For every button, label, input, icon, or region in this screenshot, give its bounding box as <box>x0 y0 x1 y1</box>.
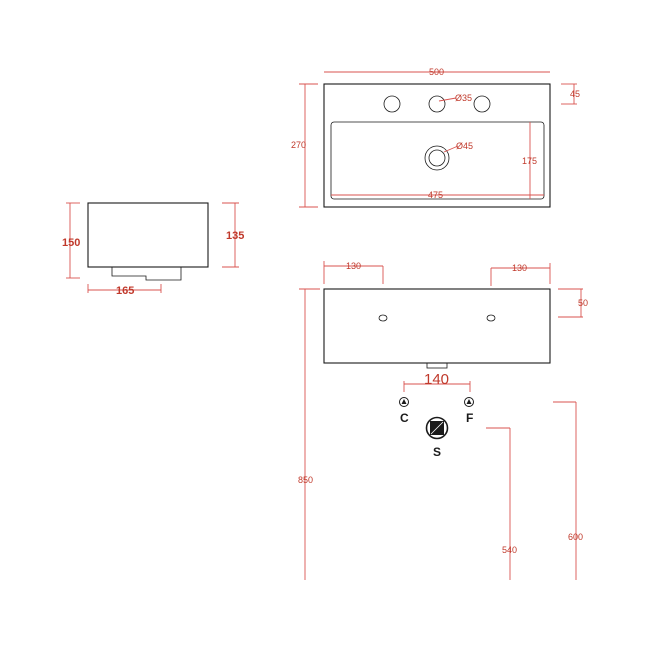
cold-water-label: C <box>400 411 409 425</box>
supply-spacing-label: 140 <box>424 371 449 388</box>
top-width-label: 500 <box>429 67 444 77</box>
hot-water-label: F <box>466 411 473 425</box>
right-offset-label: 130 <box>512 263 527 273</box>
side-view-drain-profile <box>111 267 182 281</box>
side-view-basin-outline <box>87 202 209 268</box>
side-height-label: 150 <box>62 237 80 249</box>
dim-leader-tap-hole <box>438 97 457 102</box>
top-depth-label: 270 <box>291 140 306 150</box>
left-offset-label: 130 <box>346 261 361 271</box>
tap-hole-left <box>383 95 401 113</box>
tap-hole-right <box>473 95 491 113</box>
tap-hole-center <box>428 95 446 113</box>
fixing-height-label: 50 <box>578 298 588 308</box>
front-view-drain-stub <box>426 362 448 369</box>
side-inner-height-label: 135 <box>226 230 244 242</box>
front-view-basin-outline <box>323 288 551 364</box>
drain-label: Ø45 <box>456 141 473 151</box>
install-height-label: 850 <box>298 475 313 485</box>
drain-inner <box>428 149 446 167</box>
top-view: 500 270 45 Ø35 Ø45 175 475 <box>291 67 580 208</box>
waste-outlet-label: S <box>433 445 441 459</box>
hot-water-icon <box>464 397 474 407</box>
cold-water-icon <box>399 397 409 407</box>
connection-symbols: C F S <box>399 397 474 459</box>
dim-leader-drain <box>443 145 459 153</box>
tap-hole-label: Ø35 <box>455 93 472 103</box>
supply-height-label: 540 <box>502 545 517 555</box>
side-depth-label: 165 <box>116 285 134 297</box>
top-view-basin-outline <box>323 83 551 208</box>
fixing-hole-right <box>486 314 496 322</box>
waste-height-label: 600 <box>568 532 583 542</box>
waste-outlet-icon <box>425 416 449 440</box>
side-view: 150 135 165 <box>62 202 244 297</box>
bowl-depth-label: 175 <box>522 156 537 166</box>
top-view-bowl-outline <box>330 121 545 200</box>
front-view: 130 130 50 140 850 540 600 <box>298 261 588 580</box>
fixing-hole-left <box>378 314 388 322</box>
rim-label: 45 <box>570 89 580 99</box>
bowl-width-label: 475 <box>428 190 443 200</box>
drain-outer <box>424 145 450 171</box>
